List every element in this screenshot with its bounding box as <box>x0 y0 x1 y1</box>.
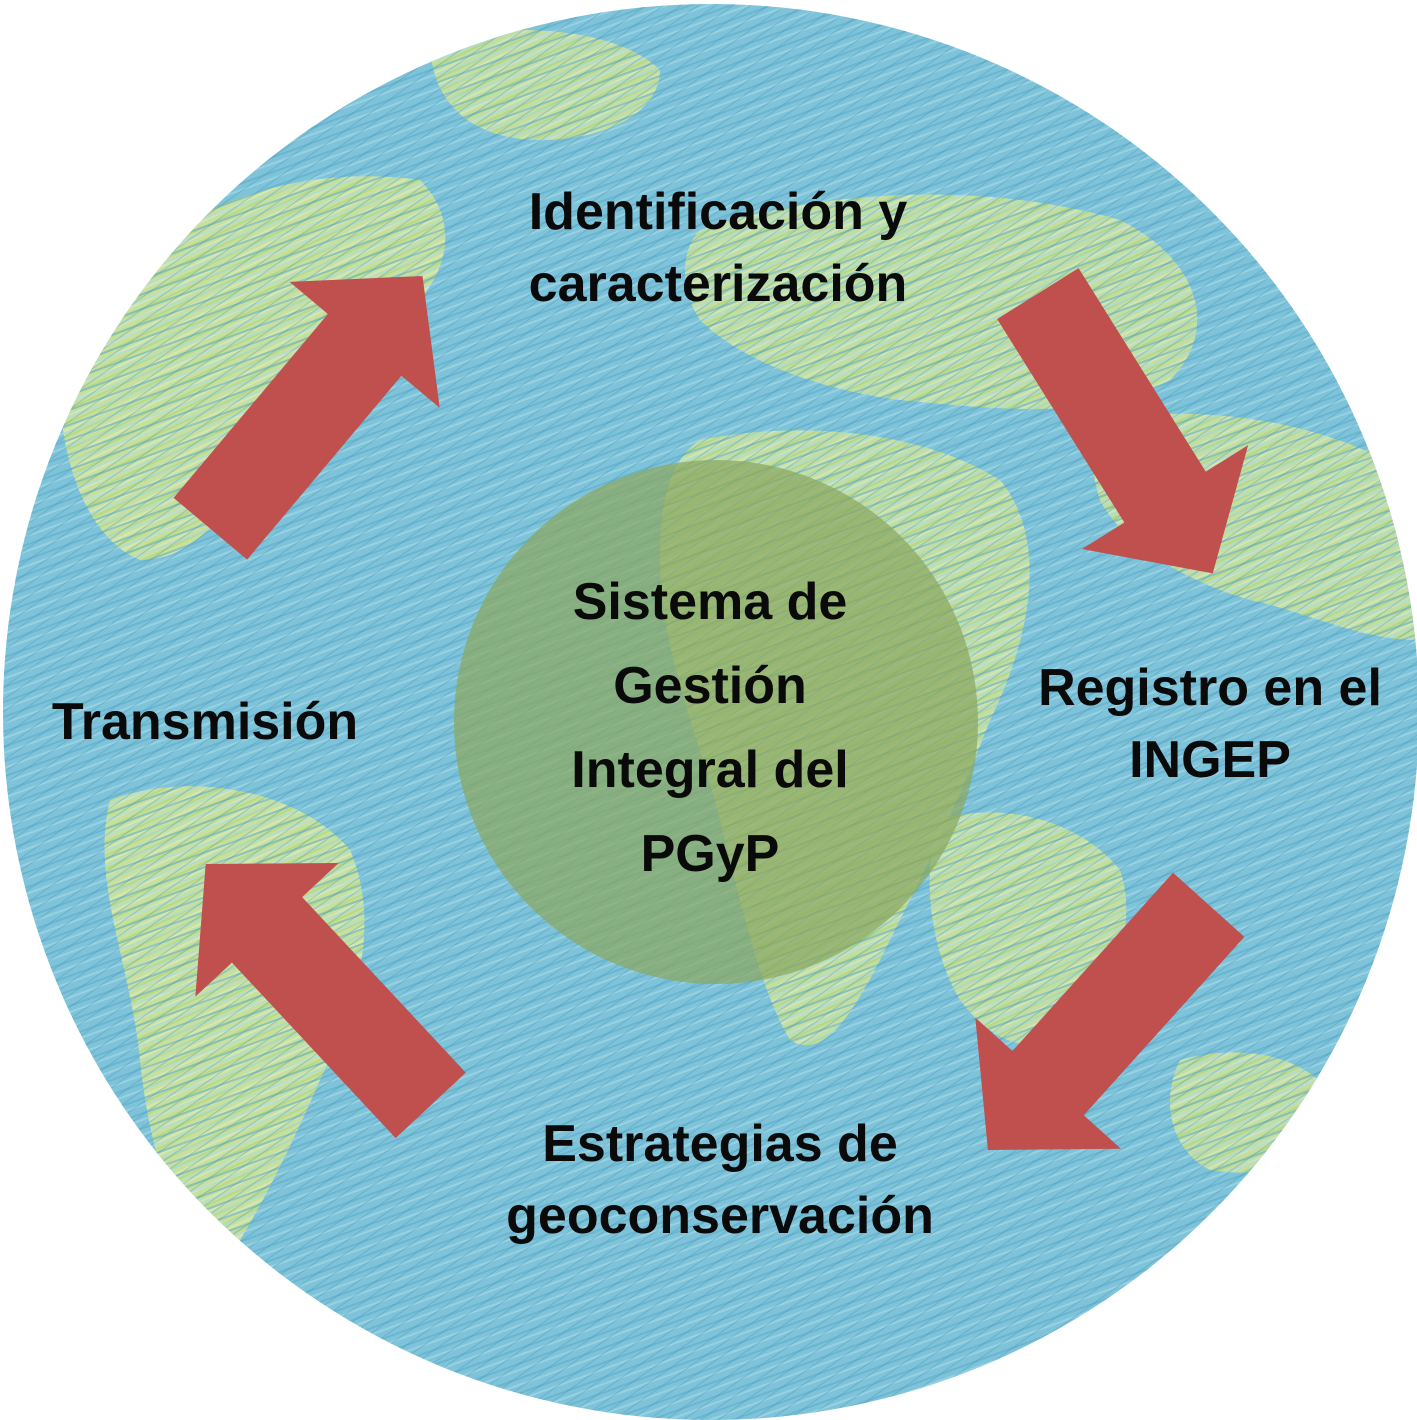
stage-registro-label: Registro en el INGEP <box>1010 652 1410 796</box>
arrow-identificacion-to-registro <box>997 268 1249 574</box>
stage-estrategias-line-1: Estrategias de <box>542 1115 898 1173</box>
stage-identificacion-label: Identificación y caracterización <box>458 176 978 320</box>
stage-transmision-label: Transmisión <box>20 686 390 758</box>
center-line-3: Integral del <box>571 741 849 799</box>
center-label: Sistema de Gestión Integral del PGyP <box>500 560 920 896</box>
stage-identificacion-line-1: Identificación y <box>528 183 908 241</box>
arrow-registro-to-estrategias <box>975 872 1245 1151</box>
stage-estrategias-line-2: geoconservación <box>506 1187 934 1245</box>
center-line-4: PGyP <box>640 825 780 883</box>
stage-estrategias-label: Estrategias de geoconservación <box>440 1108 1000 1252</box>
center-line-1: Sistema de <box>572 573 848 631</box>
arrow-transmision-to-identificacion <box>173 275 440 560</box>
stage-registro-line-1: Registro en el <box>1038 659 1382 717</box>
center-line-2: Gestión <box>613 657 807 715</box>
stage-identificacion-line-2: caracterización <box>528 255 908 313</box>
arrow-estrategias-to-transmision <box>195 862 466 1139</box>
stage-transmision-line-1: Transmisión <box>51 693 359 751</box>
stage-registro-line-2: INGEP <box>1129 731 1291 789</box>
cycle-arrows <box>173 268 1249 1151</box>
center-disc <box>454 460 978 984</box>
